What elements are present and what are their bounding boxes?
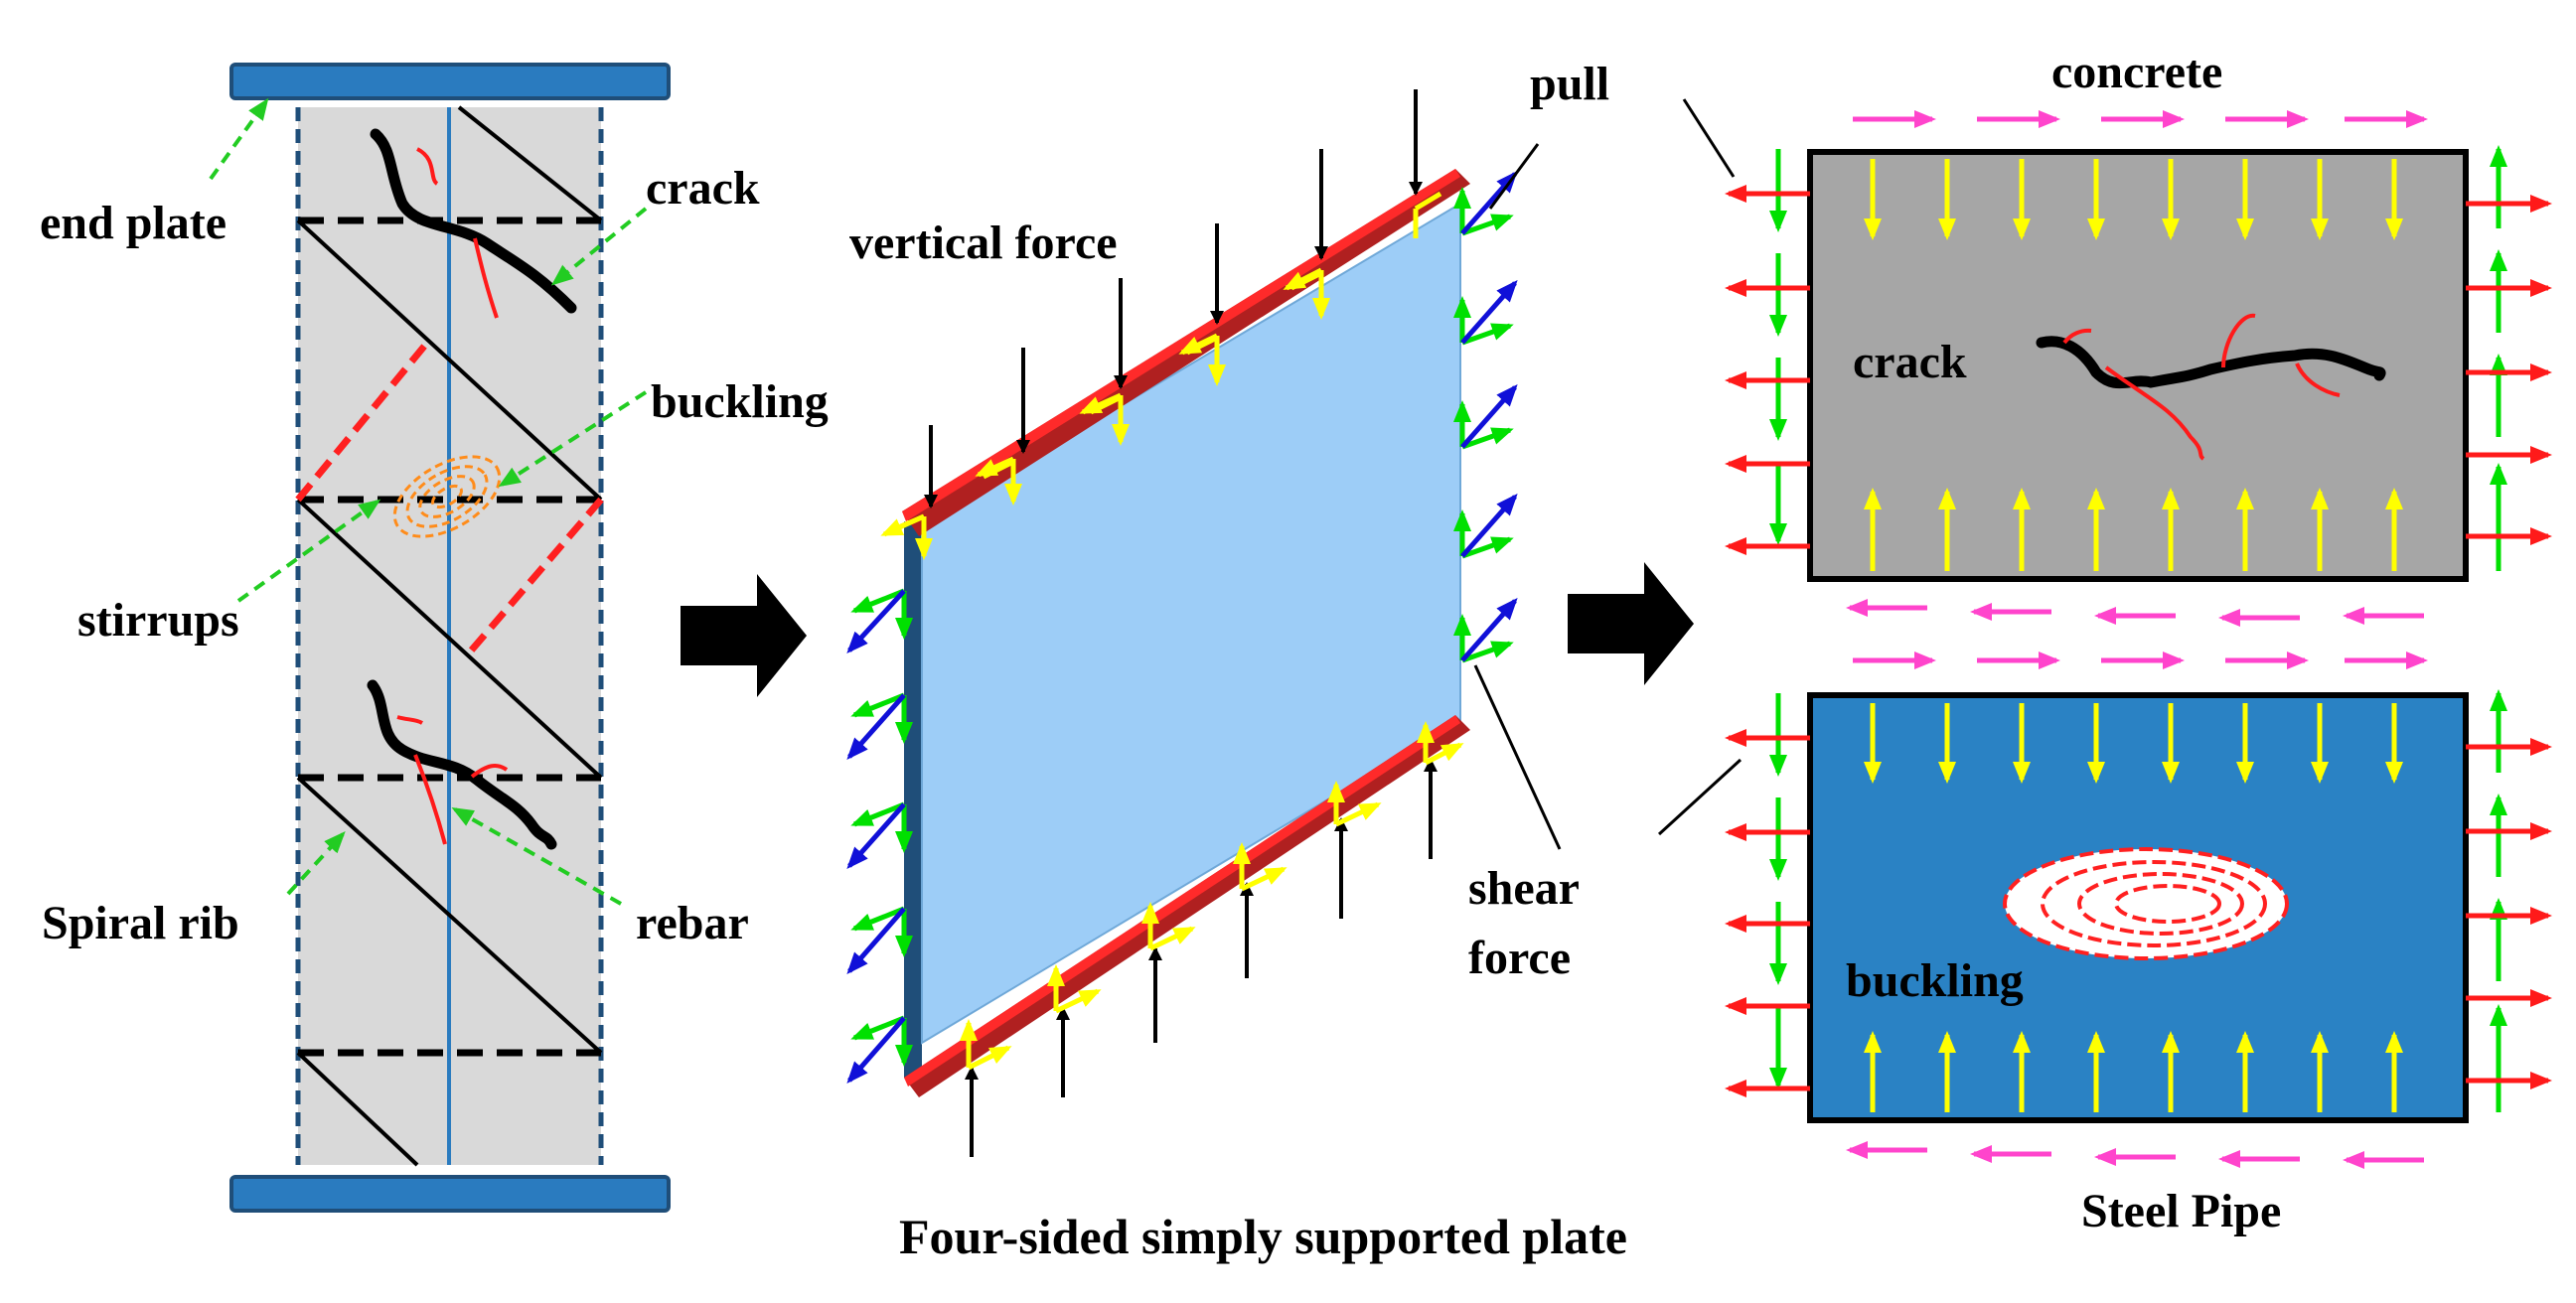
concrete-yellow-bottom <box>1864 488 2403 571</box>
force-label: force <box>1468 932 1571 984</box>
flow-arrow-1 <box>681 574 807 697</box>
crack-label-right: crack <box>1853 336 1967 388</box>
shear-label: shear <box>1468 862 1580 915</box>
steel-yellow-bottom <box>1864 1031 2403 1112</box>
plate-bottom-rod <box>904 715 1470 1097</box>
steel-right-forces <box>2466 689 2552 1112</box>
plate-bottom-rod-face <box>904 715 1460 1086</box>
concrete-right-forces <box>2466 145 2552 571</box>
end-plate-bottom <box>229 1175 671 1213</box>
steel-yellow-top <box>1864 703 2403 784</box>
shear-arrows-top-heads <box>880 267 1330 560</box>
steel-buckling <box>2003 847 2289 960</box>
leader-lines-left <box>209 97 648 906</box>
concrete-bottom-shear <box>1846 599 2424 627</box>
plate-caption: Four-sided simply supported plate <box>899 1209 1627 1264</box>
vertical-force-label: vertical force <box>849 217 1118 269</box>
spiral-rib-label: Spiral rib <box>42 897 239 949</box>
shear-force-leader <box>1473 664 1562 850</box>
plate-left-edge <box>904 521 922 1083</box>
flow-arrow-2 <box>1568 562 1694 685</box>
steel-panel: buckling Steel Pipe <box>1725 652 2552 1237</box>
column-panel: end plate crack buckling stirrups Spiral… <box>40 63 829 1213</box>
left-edge-forces <box>846 588 913 1085</box>
crack-label-left: crack <box>646 162 760 215</box>
pull-leader <box>1488 143 1540 210</box>
concrete-yellow-top <box>1864 159 2403 240</box>
stirrups-label: stirrups <box>77 594 239 647</box>
concrete-left-forces <box>1725 149 1810 555</box>
buckling-label-right: buckling <box>1846 954 2024 1007</box>
plate-body <box>921 202 1461 1045</box>
concrete-crack <box>2036 313 2386 461</box>
buckled-stirrup <box>295 340 604 658</box>
steel-pipe-label: Steel Pipe <box>2081 1185 2281 1237</box>
plate-panel: vertical force pull shear force Four-sid… <box>846 58 1743 1264</box>
right-edge-forces <box>1453 171 1518 663</box>
buckling-contours <box>392 455 502 538</box>
spiral-ribs <box>296 105 603 1167</box>
crack-lower <box>367 679 557 850</box>
vertical-forces-bottom <box>965 758 1438 1157</box>
concrete-label: concrete <box>2051 46 2222 98</box>
pull-label: pull <box>1530 58 1609 110</box>
rebar-label: rebar <box>636 897 749 949</box>
end-plate-label: end plate <box>40 197 227 249</box>
vertical-forces-top <box>924 89 1423 508</box>
steel-left-forces <box>1725 693 1810 1097</box>
buckling-label-left: buckling <box>651 375 829 428</box>
shear-arrows-bottom <box>960 721 1464 1071</box>
steel-bottom-shear <box>1846 1141 2424 1169</box>
pull-leader-right-top <box>1682 98 1736 178</box>
end-plate-top <box>229 63 671 100</box>
crack-upper <box>370 128 577 319</box>
stirrups <box>298 217 601 1057</box>
concrete-panel: concrete crack <box>1725 46 2552 627</box>
pull-leader-right-bottom <box>1657 758 1743 836</box>
